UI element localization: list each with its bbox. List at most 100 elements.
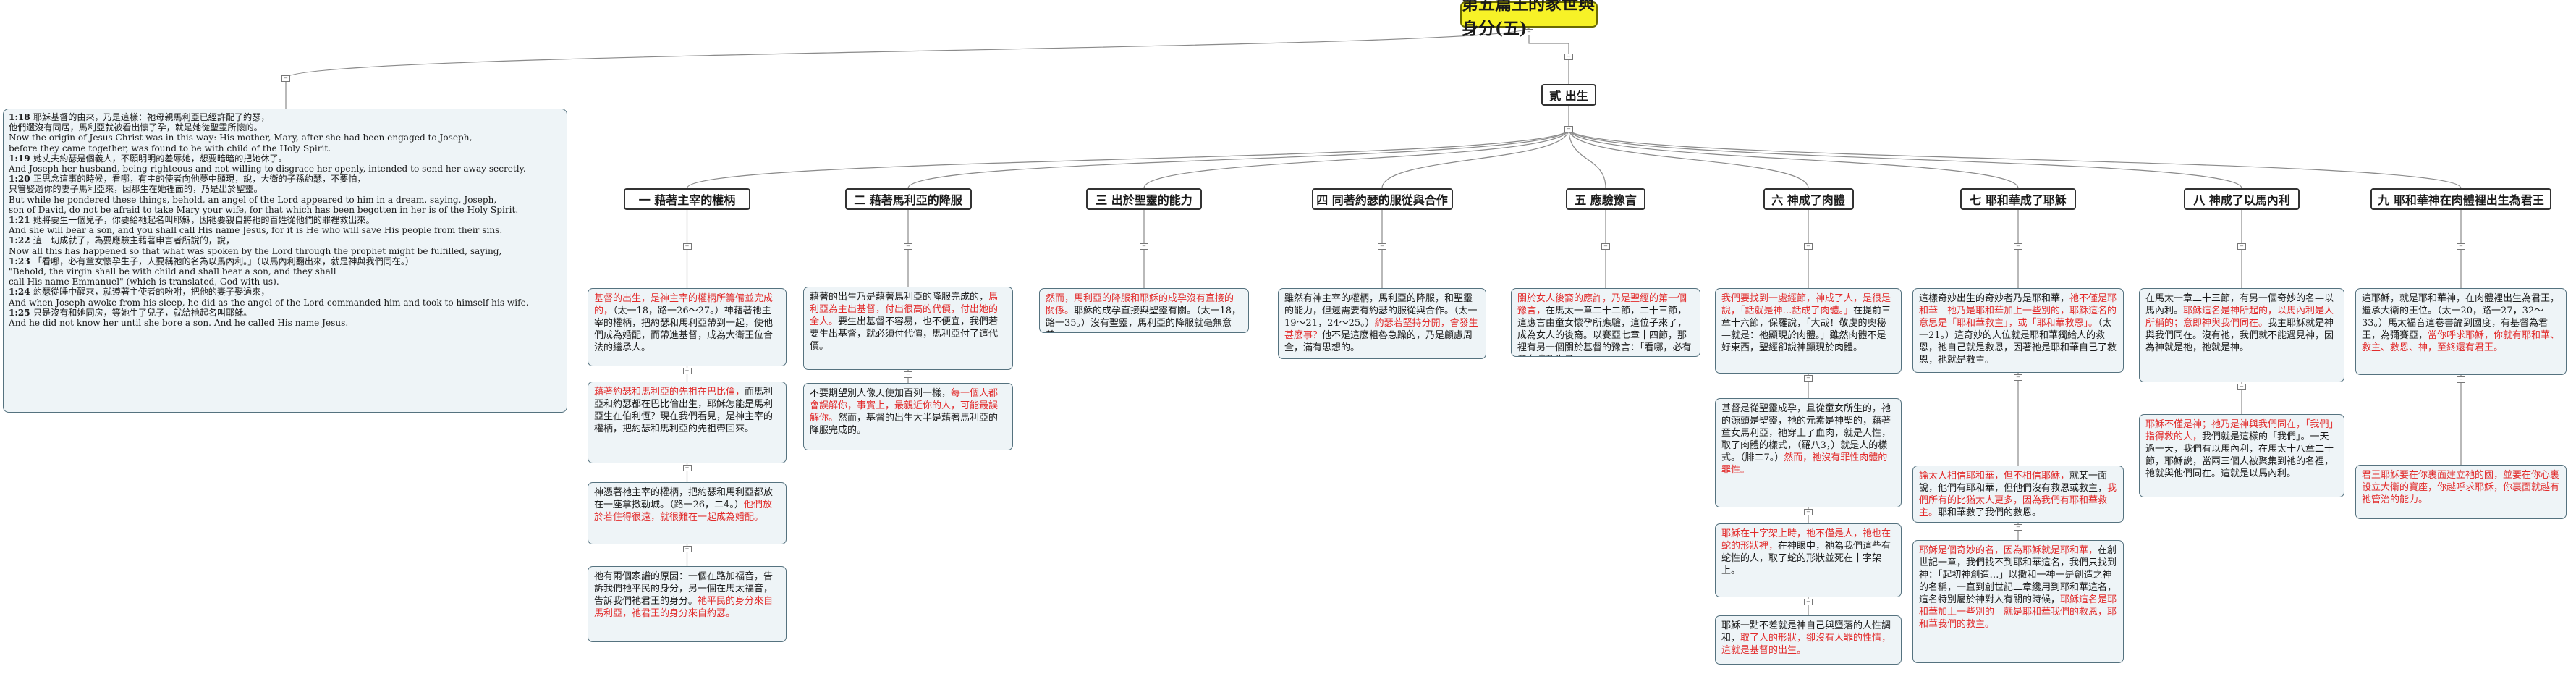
section-header: 一 藉著主宰的權柄 [624,188,750,210]
highlight-text: 耶穌不僅是神；祂乃是神與我們同在，「我們」指得救的人， [2145,419,2334,442]
collapse-node-section[interactable]: − [1804,243,1813,250]
note-card: 耶穌一點不差就是神自己與墮落的人性調和，取了人的形狀，卻沒有人罪的性情，這就是基… [1715,615,1902,665]
highlight-text: 他們放於若住得很遠，就很難在一起成為婚配。 [594,500,772,523]
highlight-text: 耶穌這名是神所起的，以馬內利是人所稱的；意即神與我們同在。 [2145,306,2334,329]
body-text: 在馬太一章二十二節，二十三節，這應言由童女懷孕所應驗，這位子來了，成為女人的後裔… [1517,306,1692,356]
collapse-node-card[interactable]: − [1804,375,1813,382]
body-text: 這樣奇妙出生的奇妙者乃是耶和華， [1919,293,2070,304]
highlight-text: 耶穌這名是耶和華加上一些別的—就是耶和華我們的救恩，耶和華我們的救主。 [1919,594,2117,630]
highlight-text: 論太人相信耶和華，但不相信耶穌， [1919,471,2070,481]
verse-text: And he did not know her until she bore a… [9,318,349,329]
body-text: 在提前三章十六節，保羅說，「大哉！敬虔的奧秘—就是：祂顯現於肉體。」雖然肉體不是… [1721,306,1891,353]
scripture-line: 1:21 她將要生一個兒子，你要給祂起名叫耶穌，因祂要親自將祂的百姓從他們的罪裡… [9,215,562,225]
verse-ref: 1:23 [9,256,33,266]
body-text: 我們就是這樣的「我們」。一天過一天，我們有以馬內利，在馬太十八章二十節，耶穌說，… [2145,431,2334,479]
subtopic-birth: 貳 出生 [1541,84,1596,106]
scripture-line: 1:24 約瑟從睡中醒來，就遵著主使者的吩咐，把他的妻子娶過來， [9,287,562,297]
verse-text: 耶穌基督的由來，乃是這樣：祂母親馬利亞已經許配了約瑟， [33,112,270,122]
highlight-text: 然而，祂沒有罪性肉體的罪性。 [1721,452,1888,476]
note-card: 關於女人後裔的應許，乃是聖經的第一個豫言，在馬太一章二十二節，二十三節，這應言由… [1511,288,1700,357]
body-text: 耶和華救了我們的救恩。 [1938,507,2042,518]
verse-text: And she will bear a son, and you shall c… [9,225,503,236]
scripture-line: 1:19 她丈夫約瑟是個義人，不願明明的羞辱她，想要暗暗的把她休了。 [9,153,562,164]
scripture-line: And she will bear a son, and you shall c… [9,225,562,235]
body-text: 要生出基督不容易，也不便宜，我們若要生出基督，就必須付代價，馬利亞付了這代價。 [810,316,999,352]
body-text: 在創世記一章，我們找不到耶和華這名，我們只找到神：「起初神創造…」以撒和一神一是… [1919,545,2117,605]
collapse-node-section[interactable]: − [1140,243,1148,250]
verse-text: But while he pondered these things, beho… [9,194,497,205]
highlight-text: 祂平民的身分來自馬利亞，祂君王的身分來自約瑟。 [594,596,774,619]
collapse-node-card[interactable]: − [2014,374,2022,381]
note-card: 耶穌不僅是神；祂乃是神與我們同在，「我們」指得救的人，我們就是這樣的「我們」。一… [2139,414,2344,497]
note-card: 祂有兩個家譜的原因：一個在路加福音，告訴我們祂平民的身分，另一個在馬太福音，告訴… [588,566,787,642]
collapse-node-card[interactable]: − [682,368,692,374]
section-header: 九 耶和華神在肉體裡出生為君王 [2370,188,2551,210]
scripture-line: Now all this has happened so that what w… [9,246,562,256]
verse-ref: 1:22 [9,235,33,246]
highlight-text: 每一個人都會誤解你，事實上，最親近你的人，可能最誤解你。 [810,388,999,424]
body-text: 祂有兩個家譜的原因：一個在路加福音，告訴我們祂平民的身分，另一個在馬太福音，告訴… [594,571,774,607]
collapse-node-card[interactable]: − [2457,376,2465,383]
highlight-text: 我們要找到一處經節，神成了人，是很是說，「話就是神…話成了肉體。」 [1721,293,1891,316]
highlight-text: 取了人的形狀，卻沒有人罪的性情，這就是基督的出生。 [1721,633,1891,656]
collapse-node-scripture[interactable]: − [281,75,290,82]
collapse-node-title[interactable]: − [1525,29,1533,35]
wire-hub-section [1143,128,1569,189]
verse-text: 只管娶過你的妻子馬利亞來，因那生在她裡面的，乃是出於聖靈。 [9,184,263,195]
verse-ref: 1:18 [9,112,33,122]
note-card: 君王耶穌要在你裏面建立祂的國，並要在你心裏設立大衛的寶座，你越呼求耶穌，你裏面就… [2355,465,2567,519]
verse-text: 他們還沒有同居，馬利亞就被看出懷了孕，就是她從聖靈所懷的。 [9,122,263,133]
verse-ref: 1:24 [9,287,33,298]
body-text: 耶穌的成孕直接與聖靈有關。（太一18，路一35。）沒有聖靈，馬利亞的降服就毫無意… [1046,306,1242,332]
collapse-node-section[interactable]: − [2237,243,2246,250]
body-text: 不要期望別人像天使加百列一樣， [810,388,952,399]
verse-text: 只是沒有和她同房，等她生了兒子，就給祂起名叫耶穌。 [33,307,253,318]
collapse-node-card[interactable]: − [2237,384,2246,390]
body-text: 神憑著祂主宰的權柄，把約瑟和馬利亞都放在一座拿撒勒城。（路一26，二4。） [594,487,774,510]
section-header: 六 神成了肉體 [1763,188,1854,210]
collapse-node-section[interactable]: − [1378,243,1386,250]
note-card: 這樣奇妙出生的奇妙者乃是耶和華，祂不僅是耶和華—祂乃是耶和華加上一些別的，耶穌這… [1912,288,2124,373]
verse-ref: 1:21 [9,215,33,226]
wire-root-scripture [285,27,1530,79]
scripture-line: 1:25 只是沒有和她同房，等她生了兒子，就給祂起名叫耶穌。 [9,308,562,318]
collapse-node-section[interactable]: − [2014,243,2022,250]
collapse-node-section[interactable]: − [2457,243,2465,250]
section-header: 五 應驗豫言 [1566,188,1645,210]
section-header: 八 神成了以馬內利 [2184,188,2300,210]
collapse-node-card[interactable]: − [682,546,692,552]
body-text: 我主耶穌就是神與我們同在。沒有祂，我們就不能遇見神，因為神就是祂，祂就是神。 [2145,318,2334,353]
highlight-text: 我們所有的比猶太人更多，因為我們有耶和華救主。 [1919,483,2117,518]
collapse-node-card[interactable]: − [682,465,692,471]
collapse-node-card[interactable]: − [2014,524,2022,531]
collapse-node-hub[interactable]: − [1564,126,1573,132]
verse-text: And Joseph her husband, being righteous … [9,164,526,174]
note-card: 神憑著祂主宰的權柄，把約瑟和馬利亞都放在一座拿撒勒城。（路一26，二4。）他們放… [588,482,787,544]
scripture-passage: 1:18 耶穌基督的由來，乃是這樣：祂母親馬利亞已經許配了約瑟，他們還沒有同居，… [3,109,567,413]
wire-hub-section [1568,128,2019,189]
collapse-node-section[interactable]: − [904,243,912,250]
collapse-node-card[interactable]: − [904,371,912,378]
body-text: （太一21。）這奇妙的人位就是耶和華獨給人的救恩，祂自己就是救恩，因著祂是耶和華… [1919,318,2117,366]
note-card: 雖然有神主宰的權柄，馬利亞的降服，和聖靈的能力，但還需要有約瑟的服從與合作。（太… [1278,288,1486,359]
collapse-node-section[interactable]: − [1601,243,1610,250]
body-text: 然而，基督的出生大半是藉著馬利亞的降服完成的。 [810,413,999,436]
scripture-line: 只管娶過你的妻子馬利亞來，因那生在她裡面的，乃是出於聖靈。 [9,184,562,194]
verse-text: Now all this has happened so that what w… [9,245,502,256]
highlight-text: 藉著約瑟和馬利亞的先祖在巴比倫， [594,387,745,397]
body-text: （太一18，路一26～27。）神藉著祂主宰的權柄，把約瑟和馬利亞帶到一起，使他們… [594,306,774,353]
verse-text: before they came together, was found to … [9,143,331,153]
collapse-node-birth[interactable]: − [1564,54,1573,60]
highlight-text: 當你呼求耶穌，你就有耶和華、救主、救恩、神，至終還有君王。 [2362,330,2560,353]
collapse-node-card[interactable]: − [1804,509,1813,515]
note-card: 我們要找到一處經節，神成了人，是很是說，「話就是神…話成了肉體。」在提前三章十六… [1715,288,1902,374]
collapse-node-section[interactable]: − [682,243,692,250]
verse-text: 正思念這事的時候，看哪，有主的使者向他夢中顯現，說，大衛的子孫約瑟，不要怕， [33,174,366,185]
collapse-node-card[interactable]: − [1804,599,1813,605]
note-card: 基督是從聖靈成孕，且從童女所生的，祂的源頭是聖靈，祂的元素是神聖的，藉著童女馬利… [1715,398,1902,507]
wire-hub-section [1568,128,1606,189]
scripture-line: 1:22 這一切成就了，為要應驗主藉著申言者所說的，說， [9,235,562,245]
note-card: 這耶穌，就是耶和華神，在肉體裡出生為君王，繼承大衛的王位。（太一20，路一27，… [2355,288,2567,375]
note-card: 藉著約瑟和馬利亞的先祖在巴比倫，而馬利亞和約瑟都在巴比倫出生，耶穌怎能是馬利亞生… [588,382,787,463]
